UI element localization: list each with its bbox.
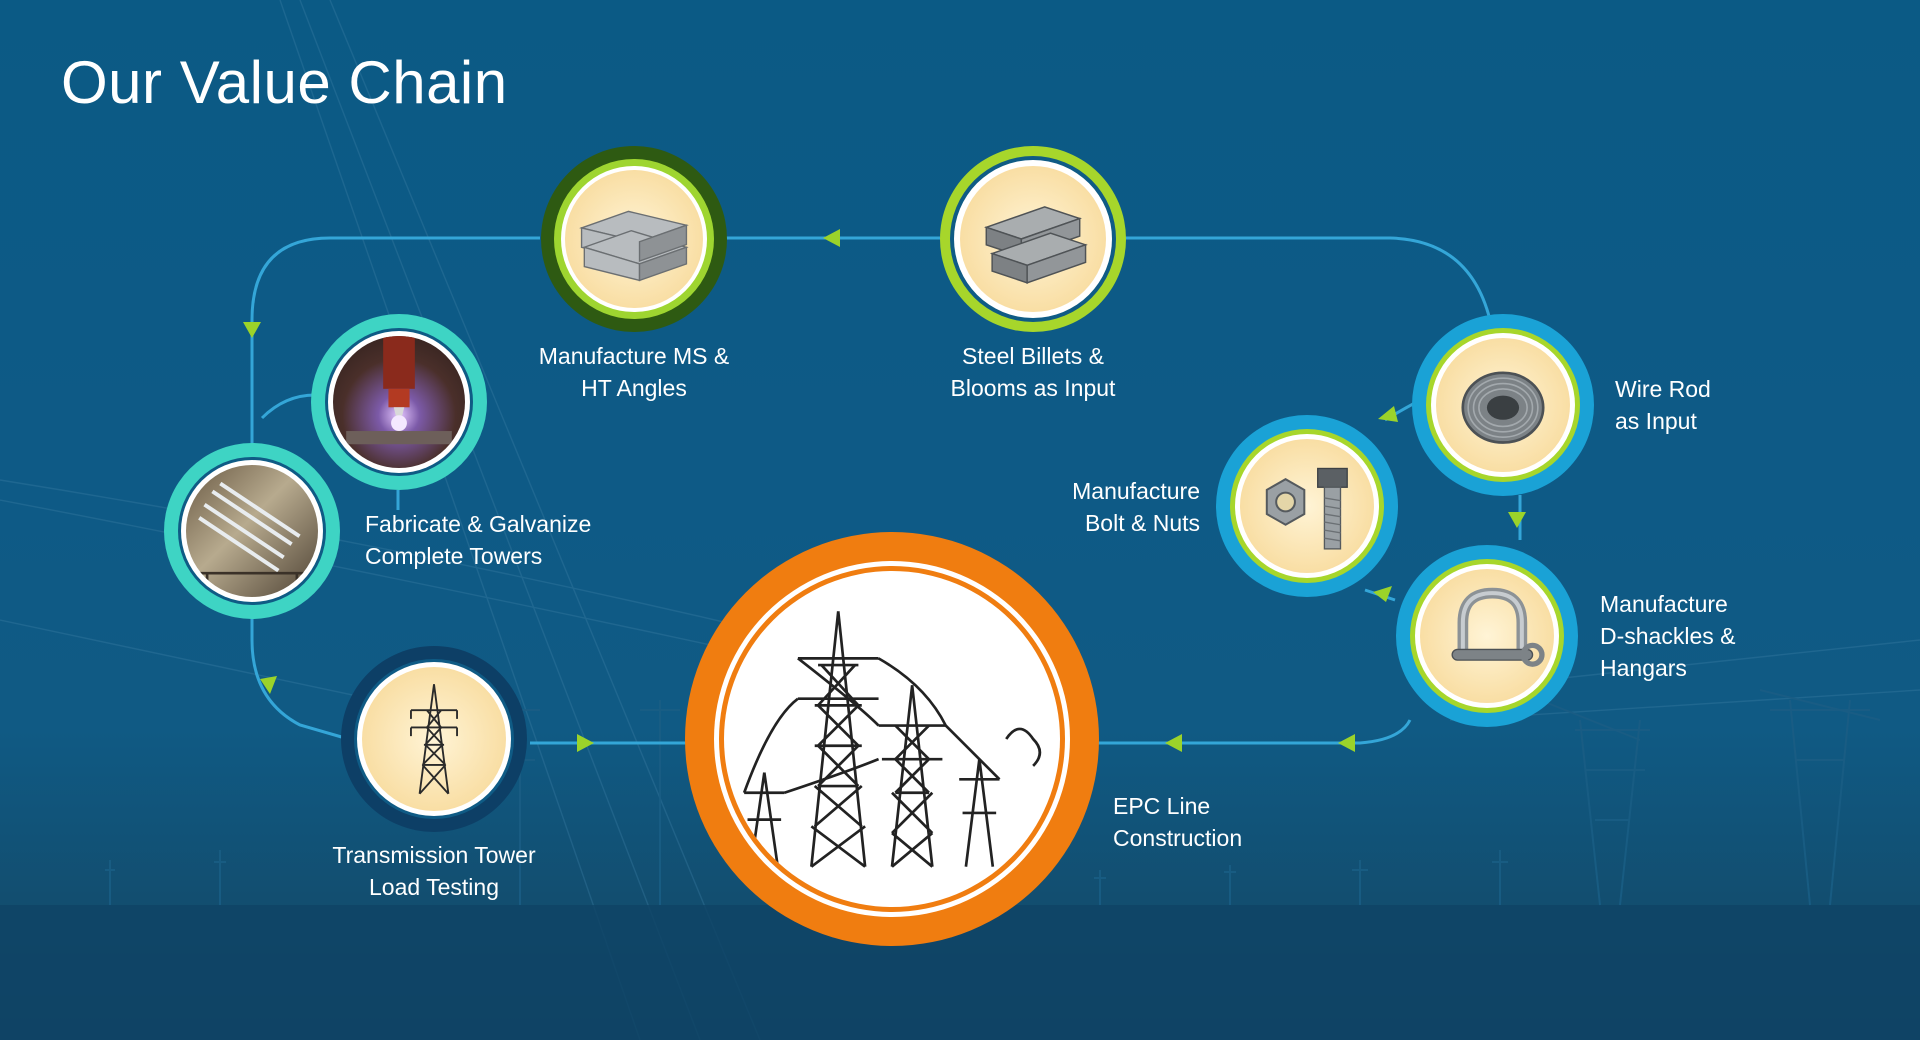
label-billets: Steel Billets & Blooms as Input	[950, 343, 1116, 401]
label-epc: EPC Line Construction	[1113, 793, 1243, 851]
label-wire-rod: Wire Rod as Input	[1615, 376, 1711, 434]
arrow-left-icon	[1165, 734, 1182, 752]
d-shackle-icon	[1420, 569, 1554, 703]
arrow-right-icon	[577, 734, 594, 752]
arrow-left-icon	[1338, 734, 1355, 752]
arrow-left-icon	[1378, 406, 1398, 422]
label-bolts: Manufacture Bolt & Nuts	[1072, 478, 1200, 536]
node-fabricate	[164, 443, 340, 619]
arrow-down-icon	[260, 676, 277, 694]
wire-coil-icon	[1436, 338, 1570, 472]
node-epc	[685, 532, 1099, 946]
label-angles: Manufacture MS & HT Angles	[538, 343, 730, 401]
arrow-down-icon	[1508, 512, 1526, 528]
flow-arrows	[243, 229, 1526, 752]
node-bolts	[1216, 415, 1398, 597]
node-billets	[940, 146, 1126, 332]
node-cutting	[311, 314, 487, 490]
label-shackles: Manufacture D-shackles & Hangars	[1600, 591, 1736, 681]
plasma-cutting-icon	[333, 336, 465, 468]
arrow-left-icon	[1373, 586, 1392, 602]
galvanized-steel-icon	[186, 465, 318, 597]
steel-angles-icon	[565, 170, 703, 308]
node-wire-rod	[1412, 314, 1594, 496]
steel-billets-icon	[960, 166, 1106, 312]
label-fabricate: Fabricate & Galvanize Complete Towers	[365, 511, 592, 569]
transmission-towers-icon	[724, 571, 1060, 907]
arrow-left-icon	[823, 229, 840, 247]
page-title: Our Value Chain	[61, 49, 508, 116]
arrow-down-icon	[243, 322, 261, 338]
node-angles	[541, 146, 727, 332]
node-testing	[341, 646, 527, 832]
node-shackles	[1396, 545, 1578, 727]
bolt-nut-icon	[1240, 439, 1374, 573]
label-testing: Transmission Tower Load Testing	[332, 842, 536, 900]
tower-icon	[362, 667, 506, 811]
flow-lines	[250, 236, 1522, 745]
